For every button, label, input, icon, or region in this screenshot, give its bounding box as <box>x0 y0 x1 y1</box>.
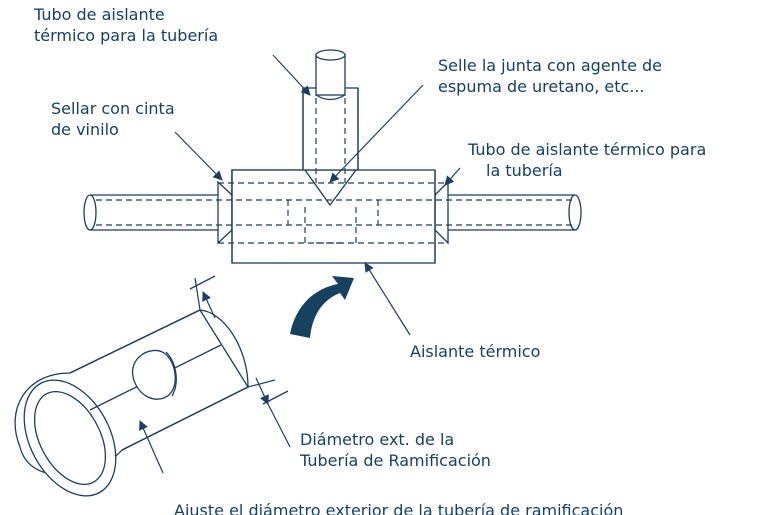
label-line: térmico para la tubería <box>34 26 219 45</box>
left-pipe <box>83 194 232 231</box>
hidden-lines <box>96 98 575 244</box>
label-line: Aislante térmico <box>410 342 541 361</box>
label-line: espuma de uretano, etc... <box>438 77 645 96</box>
label-line: Diámetro ext. de la <box>300 430 455 449</box>
leader-lines <box>139 54 461 474</box>
label-line: Tubo de aislante térmico para <box>468 140 707 159</box>
label-bottom-cut: Ajuste el diámetro exterior de la tuberí… <box>174 500 623 515</box>
curved-arrow-icon <box>290 276 354 338</box>
label-branch-diameter: Diámetro ext. de la Tubería de Ramificac… <box>300 429 491 471</box>
label-line: Tubo de aislante <box>34 5 165 24</box>
vertical-pipe <box>302 49 359 171</box>
label-pipe-insulation-right: Tubo de aislante térmico para la tubería <box>468 139 706 181</box>
diameter-dimension <box>194 277 291 448</box>
label-line: Selle la junta con agente de <box>438 56 663 75</box>
label-seal-vinyl: Sellar con cinta de vinilo <box>51 98 175 140</box>
label-thermal-insulation: Aislante térmico <box>410 341 540 362</box>
label-line: de vinilo <box>51 120 119 139</box>
label-seal-joint: Selle la junta con agente de espuma de u… <box>438 55 662 97</box>
label-line: la tubería <box>486 161 563 180</box>
label-line: Ajuste el diámetro exterior de la tuberí… <box>174 501 624 515</box>
label-line: Sellar con cinta <box>51 99 175 118</box>
label-pipe-insulation-top: Tubo de aislante térmico para la tubería <box>34 4 218 46</box>
branch-cylinder <box>14 309 249 497</box>
label-line: Tubería de Ramificación <box>300 451 491 470</box>
insulation-body <box>217 169 449 264</box>
right-pipe <box>435 194 582 231</box>
